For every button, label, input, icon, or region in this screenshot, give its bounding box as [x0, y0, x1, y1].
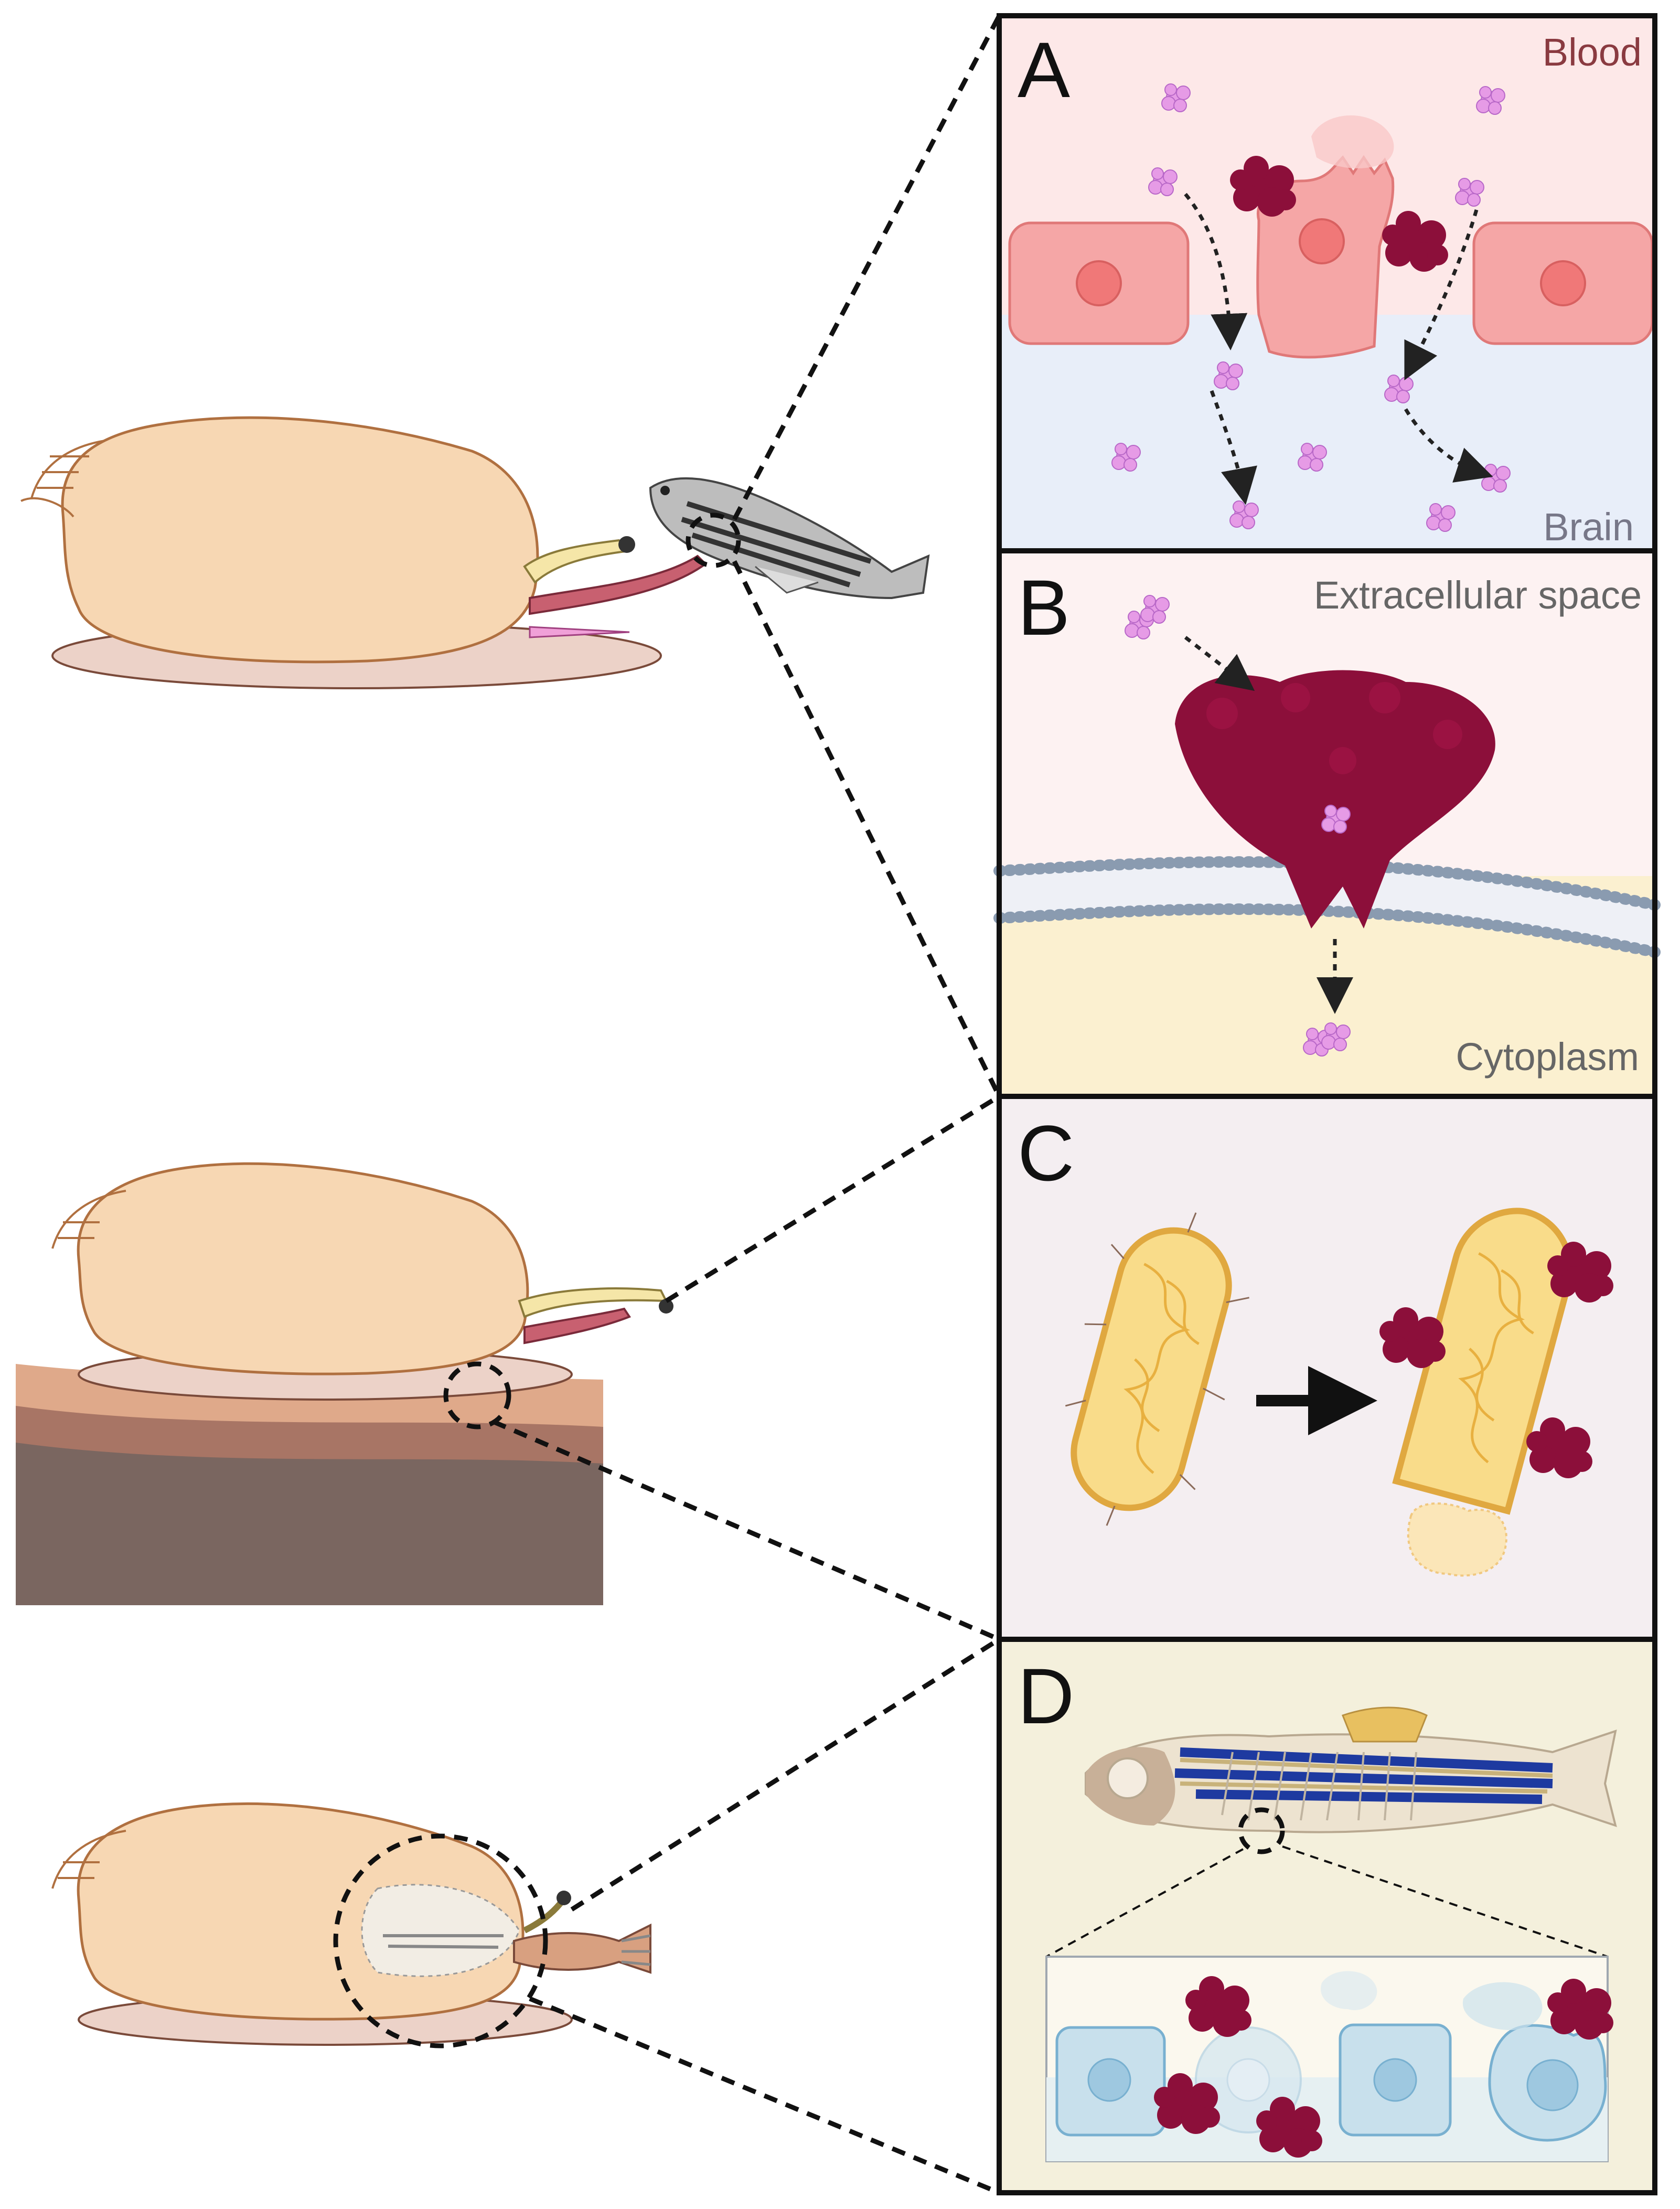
peptide-in-pore	[1321, 805, 1351, 834]
peptide	[1426, 503, 1456, 532]
panel-b-cytoplasm-label: Cytoplasm	[1456, 1035, 1639, 1079]
peptide	[1455, 178, 1484, 207]
diffusion-arrow	[1184, 193, 1248, 350]
peptide	[1229, 500, 1259, 529]
dissected-zebrafish	[1085, 1706, 1617, 1854]
panel-a-nucleus	[1299, 218, 1345, 264]
panel-b: B Extracellular space Cytoplasm	[993, 548, 1661, 1099]
panel-c: C	[997, 1094, 1657, 1642]
zoom-circle-engulf	[333, 1833, 548, 2048]
sediment-deep-layer	[16, 1443, 603, 1605]
zoom-connectors	[492, 14, 1002, 2195]
peptide	[1321, 1022, 1351, 1051]
panel-a-letter: A	[1018, 26, 1070, 114]
peptide	[1214, 361, 1243, 390]
peptide	[1476, 86, 1505, 115]
snail-on-sediment	[16, 1162, 673, 1605]
diffusion-arrow	[1404, 209, 1479, 381]
engulfed-fish-outline	[361, 1884, 520, 1977]
panel-a-nucleus	[1540, 260, 1586, 306]
peptide	[1481, 464, 1511, 493]
siphon-tip	[618, 536, 635, 553]
panel-a-blood-label: Blood	[1543, 30, 1642, 74]
peptide	[1298, 443, 1327, 472]
panel-a-brain-label: Brain	[1543, 505, 1634, 549]
leaked-contents	[1407, 1502, 1507, 1577]
snail-hunting-fish	[20, 416, 930, 689]
bacterium-intact	[1065, 1212, 1249, 1526]
snail-shell	[61, 416, 539, 664]
panel-a: A Blood Brain	[997, 13, 1657, 553]
tissue-inset	[1045, 1956, 1613, 2162]
panel-a-nucleus	[1076, 260, 1122, 306]
pore-toxin	[1175, 670, 1495, 929]
zoom-circle-fish	[686, 513, 741, 568]
peptide	[1384, 375, 1414, 403]
snail-siphon	[523, 539, 632, 584]
zebrafish-prey	[649, 477, 930, 600]
panel-d: D	[997, 1637, 1657, 2195]
diffusion-arrow	[1210, 390, 1257, 505]
panel-b-letter: B	[1018, 563, 1070, 652]
snail-shell	[77, 1162, 529, 1375]
panel-d-letter: D	[1018, 1652, 1074, 1740]
peptide	[1161, 83, 1191, 112]
snail-engulfing-fish	[51, 1802, 651, 2048]
panel-d-frame	[997, 1637, 1657, 2195]
zoom-circle-tissue	[1238, 1807, 1285, 1854]
peptide	[1148, 167, 1178, 196]
panel-c-letter: C	[1018, 1109, 1074, 1197]
zoom-circle-sediment	[443, 1361, 511, 1429]
panel-b-extracellular-label: Extracellular space	[1314, 573, 1642, 617]
peptide	[1140, 595, 1170, 624]
peptide	[1111, 443, 1141, 472]
